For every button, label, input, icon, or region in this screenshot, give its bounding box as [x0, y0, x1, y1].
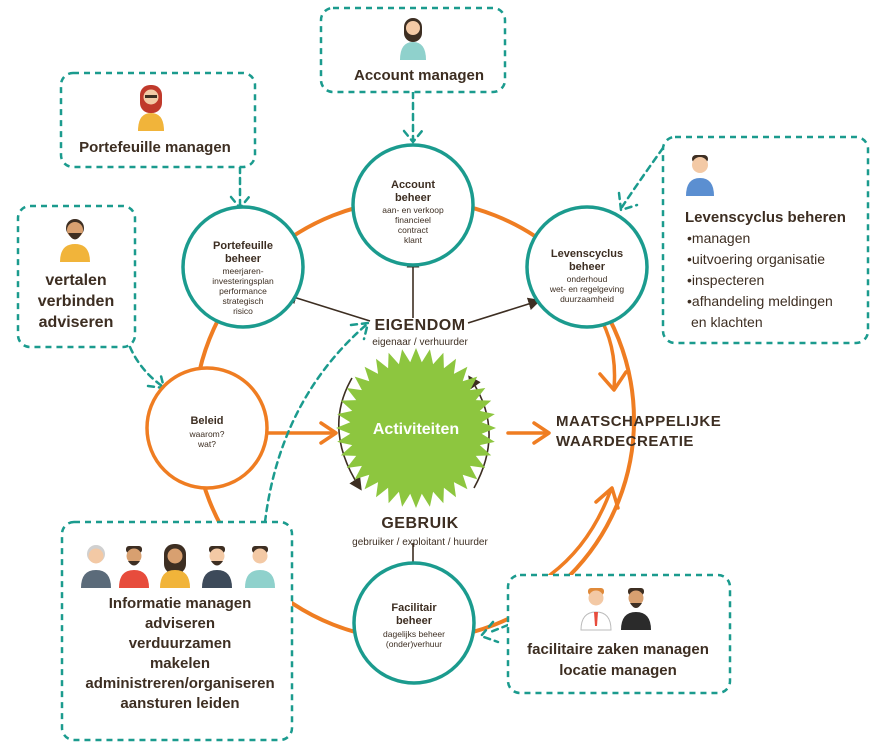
node-account-line: contract — [398, 225, 429, 235]
node-account-title2: beheer — [395, 192, 432, 204]
node-account-title1: Account — [391, 179, 435, 191]
activiteiten-label: Activiteiten — [373, 421, 459, 438]
box-portefeuille-label: Portefeuille managen — [79, 139, 231, 156]
node-facilitair-title2: beheer — [396, 615, 433, 627]
box-facilitaire-line: locatie managen — [559, 662, 677, 679]
node-portefeuille-line: strategisch — [222, 296, 263, 306]
node-levenscyclus-line: wet- en regelgeving — [549, 284, 624, 294]
node-levenscyclus-title1: Levenscyclus — [551, 248, 623, 260]
box-levenscyclus-bullet: •afhandeling meldingen — [687, 293, 833, 309]
node-levenscyclus[interactable]: Levenscyclus beheer onderhoud wet- en re… — [525, 205, 649, 329]
node-facilitair-line: (onder)verhuur — [386, 639, 442, 649]
box-vertalen-line: adviseren — [39, 314, 114, 331]
node-facilitair-line: dagelijks beheer — [383, 629, 445, 639]
node-beleid-title: Beleid — [190, 415, 223, 427]
bearded-man-avatar-icon — [60, 219, 90, 262]
node-beleid-line: wat? — [197, 439, 216, 449]
box-informatie-line: makelen — [150, 655, 210, 672]
box-portefeuille-managen[interactable]: Portefeuille managen — [59, 71, 257, 169]
box-facilitaire-line: facilitaire zaken managen — [527, 641, 709, 658]
node-portefeuille-line: investeringsplan — [212, 276, 274, 286]
gebruik-label: GEBRUIK — [381, 515, 458, 532]
box-informatie-line: aansturen leiden — [120, 695, 239, 712]
box-informatie-line: administreren/organiseren — [85, 675, 274, 692]
box-levenscyclus-beheren[interactable]: Levenscyclus beheren •managen •uitvoerin… — [661, 135, 870, 345]
node-beleid[interactable]: Beleid waarom? wat? — [145, 366, 269, 490]
man-avatar-icon — [686, 155, 714, 196]
node-portefeuille[interactable]: Portefeuille beheer meerjaren- investeri… — [181, 205, 305, 329]
node-portefeuille-line: performance — [219, 286, 267, 296]
box-account-managen[interactable]: Account managen — [319, 6, 507, 94]
node-levenscyclus-title2: beheer — [569, 261, 606, 273]
node-facilitair-title1: Facilitair — [391, 602, 437, 614]
box-informatie-line: verduurzamen — [129, 635, 232, 652]
box-informatie-line: Informatie managen — [109, 595, 252, 612]
box-levenscyclus-bullet: en klachten — [691, 314, 763, 330]
node-levenscyclus-line: duurzaamheid — [560, 294, 614, 304]
node-levenscyclus-line: onderhoud — [567, 274, 608, 284]
node-account[interactable]: Account beheer aan- en verkoop financiee… — [351, 143, 475, 267]
node-portefeuille-line: meerjaren- — [222, 266, 263, 276]
node-portefeuille-title2: beheer — [225, 253, 262, 265]
box-informatie-managen[interactable]: Informatie managen adviseren verduurzame… — [60, 520, 294, 742]
box-informatie-line: adviseren — [145, 615, 215, 632]
box-levenscyclus-title: Levenscyclus beheren — [685, 209, 846, 226]
outcome-line2: WAARDECREATIE — [556, 433, 694, 450]
gebruik-sub: gebruiker / exploitant / huurder — [352, 537, 488, 548]
green-starburst — [336, 348, 496, 508]
box-levenscyclus-bullet: •uitvoering organisatie — [687, 251, 825, 267]
box-facilitaire-zaken[interactable]: facilitaire zaken managen locatie manage… — [506, 573, 732, 695]
activiteiten-center: Activiteiten — [336, 348, 496, 508]
woman-avatar-icon — [138, 85, 164, 131]
node-portefeuille-title1: Portefeuille — [213, 240, 273, 252]
two-men-avatars-icon — [580, 588, 651, 631]
node-beleid-line: waarom? — [189, 429, 225, 439]
woman-avatar-icon — [400, 18, 426, 60]
box-vertalen[interactable]: vertalen verbinden adviseren — [16, 204, 137, 349]
node-portefeuille-line: risico — [233, 306, 253, 316]
eigendom-sub: eigenaar / verhuurder — [372, 337, 468, 348]
outcome-line1: MAATSCHAPPELIJKE — [556, 413, 721, 430]
box-account-label: Account managen — [354, 67, 484, 84]
box-levenscyclus-bullet: •managen — [687, 230, 750, 246]
node-account-line: klant — [404, 235, 423, 245]
node-account-line: financieel — [395, 215, 431, 225]
box-vertalen-line: vertalen — [45, 272, 106, 289]
eigendom-label: EIGENDOM — [374, 317, 465, 334]
box-vertalen-line: verbinden — [38, 293, 114, 310]
team-avatars-icon — [81, 544, 275, 588]
node-account-line: aan- en verkoop — [382, 205, 444, 215]
node-facilitair[interactable]: Facilitair beheer dagelijks beheer (onde… — [352, 561, 476, 685]
box-levenscyclus-bullet: •inspecteren — [687, 272, 764, 288]
